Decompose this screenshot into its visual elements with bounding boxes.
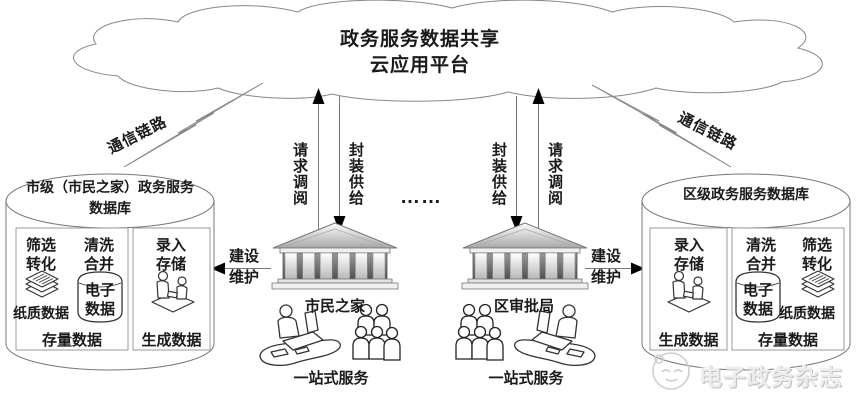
db-right-stock-caption: 存量数据 [757, 332, 818, 349]
db-left-stock-caption: 存量数据 [41, 332, 102, 349]
flow-arrows [312, 88, 545, 232]
edata-line1: 电子 [742, 282, 773, 299]
watermark-text: 电子政务杂志 [699, 364, 843, 390]
clean-line2: 合并 [745, 256, 776, 273]
cloud-icon [73, 0, 823, 102]
clean-line1: 清洗 [745, 237, 776, 254]
building-right-name: 区审批局 [493, 298, 554, 315]
db-right-entry-label: 录入 存储 [666, 236, 712, 274]
build-left-line2: 维护 [228, 269, 259, 286]
db-right-edata-label: 电子 数据 [738, 281, 778, 319]
building-left-icon [271, 222, 399, 290]
build-maintain-left-label: 建设 维护 [222, 246, 266, 288]
build-maintain-right-label: 建设 维护 [584, 246, 628, 288]
watermark-logo-icon [652, 352, 690, 390]
db-right-generated-caption: 生成数据 [658, 332, 719, 349]
lightning-left-icon [123, 82, 264, 168]
clean-line2: 合并 [83, 256, 114, 273]
ellipsis-dots: …… [400, 186, 442, 208]
db-left-title: 市级（市民之家）政务服务 数据库 [14, 177, 206, 219]
supply-left-label: 封装供给 [347, 142, 364, 206]
db-left-title-line1: 市级（市民之家）政务服务 [26, 179, 194, 195]
db-left-clean-label: 清洗 合并 [76, 236, 122, 274]
cloud-title-line2: 云应用平台 [369, 55, 470, 76]
db-right-paper-label: 纸质数据 [779, 305, 835, 321]
db-left-generated-caption: 生成数据 [141, 332, 202, 349]
building-left-name: 市民之家 [304, 298, 365, 315]
request-left-label: 请求调阅 [291, 142, 308, 206]
db-right-clean-label: 清洗 合并 [738, 236, 784, 274]
filter-line2: 转化 [25, 256, 56, 273]
clean-line1: 清洗 [83, 237, 114, 254]
supply-right-label: 封装供给 [490, 142, 507, 206]
cloud-platform-title: 政务服务数据共享 云应用平台 [270, 27, 570, 79]
db-right-title: 区级政务服务数据库 [683, 186, 809, 202]
build-right-line2: 维护 [590, 269, 621, 286]
build-right-line1: 建设 [590, 248, 621, 265]
filter-line1: 筛选 [801, 237, 832, 254]
build-maintain-arrows [211, 262, 645, 275]
db-right-filter-label: 筛选 转化 [794, 236, 840, 274]
entry-line1: 录入 [673, 237, 704, 254]
building-right-icon [461, 222, 589, 290]
cloud-title-line1: 政务服务数据共享 [339, 29, 500, 50]
db-left-paper-label: 纸质数据 [13, 305, 69, 321]
db-left-filter-label: 筛选 转化 [18, 236, 64, 274]
build-left-line1: 建设 [228, 248, 259, 265]
filter-line1: 筛选 [25, 237, 56, 254]
lightning-right-icon [591, 84, 732, 168]
request-right-label: 请求调阅 [546, 142, 563, 206]
edata-line2: 数据 [84, 301, 115, 318]
entry-line2: 存储 [673, 256, 704, 273]
service-left-label: 一站式服务 [293, 370, 369, 387]
filter-line2: 转化 [801, 256, 832, 273]
entry-line1: 录入 [155, 237, 186, 254]
db-left-edata-label: 电子 数据 [80, 281, 120, 319]
service-right-label: 一站式服务 [488, 370, 564, 387]
db-left-entry-label: 录入 存储 [148, 236, 194, 274]
entry-line2: 存储 [155, 256, 186, 273]
db-left-title-line2: 数据库 [89, 200, 131, 216]
edata-line1: 电子 [84, 282, 115, 299]
edata-line2: 数据 [742, 301, 773, 318]
